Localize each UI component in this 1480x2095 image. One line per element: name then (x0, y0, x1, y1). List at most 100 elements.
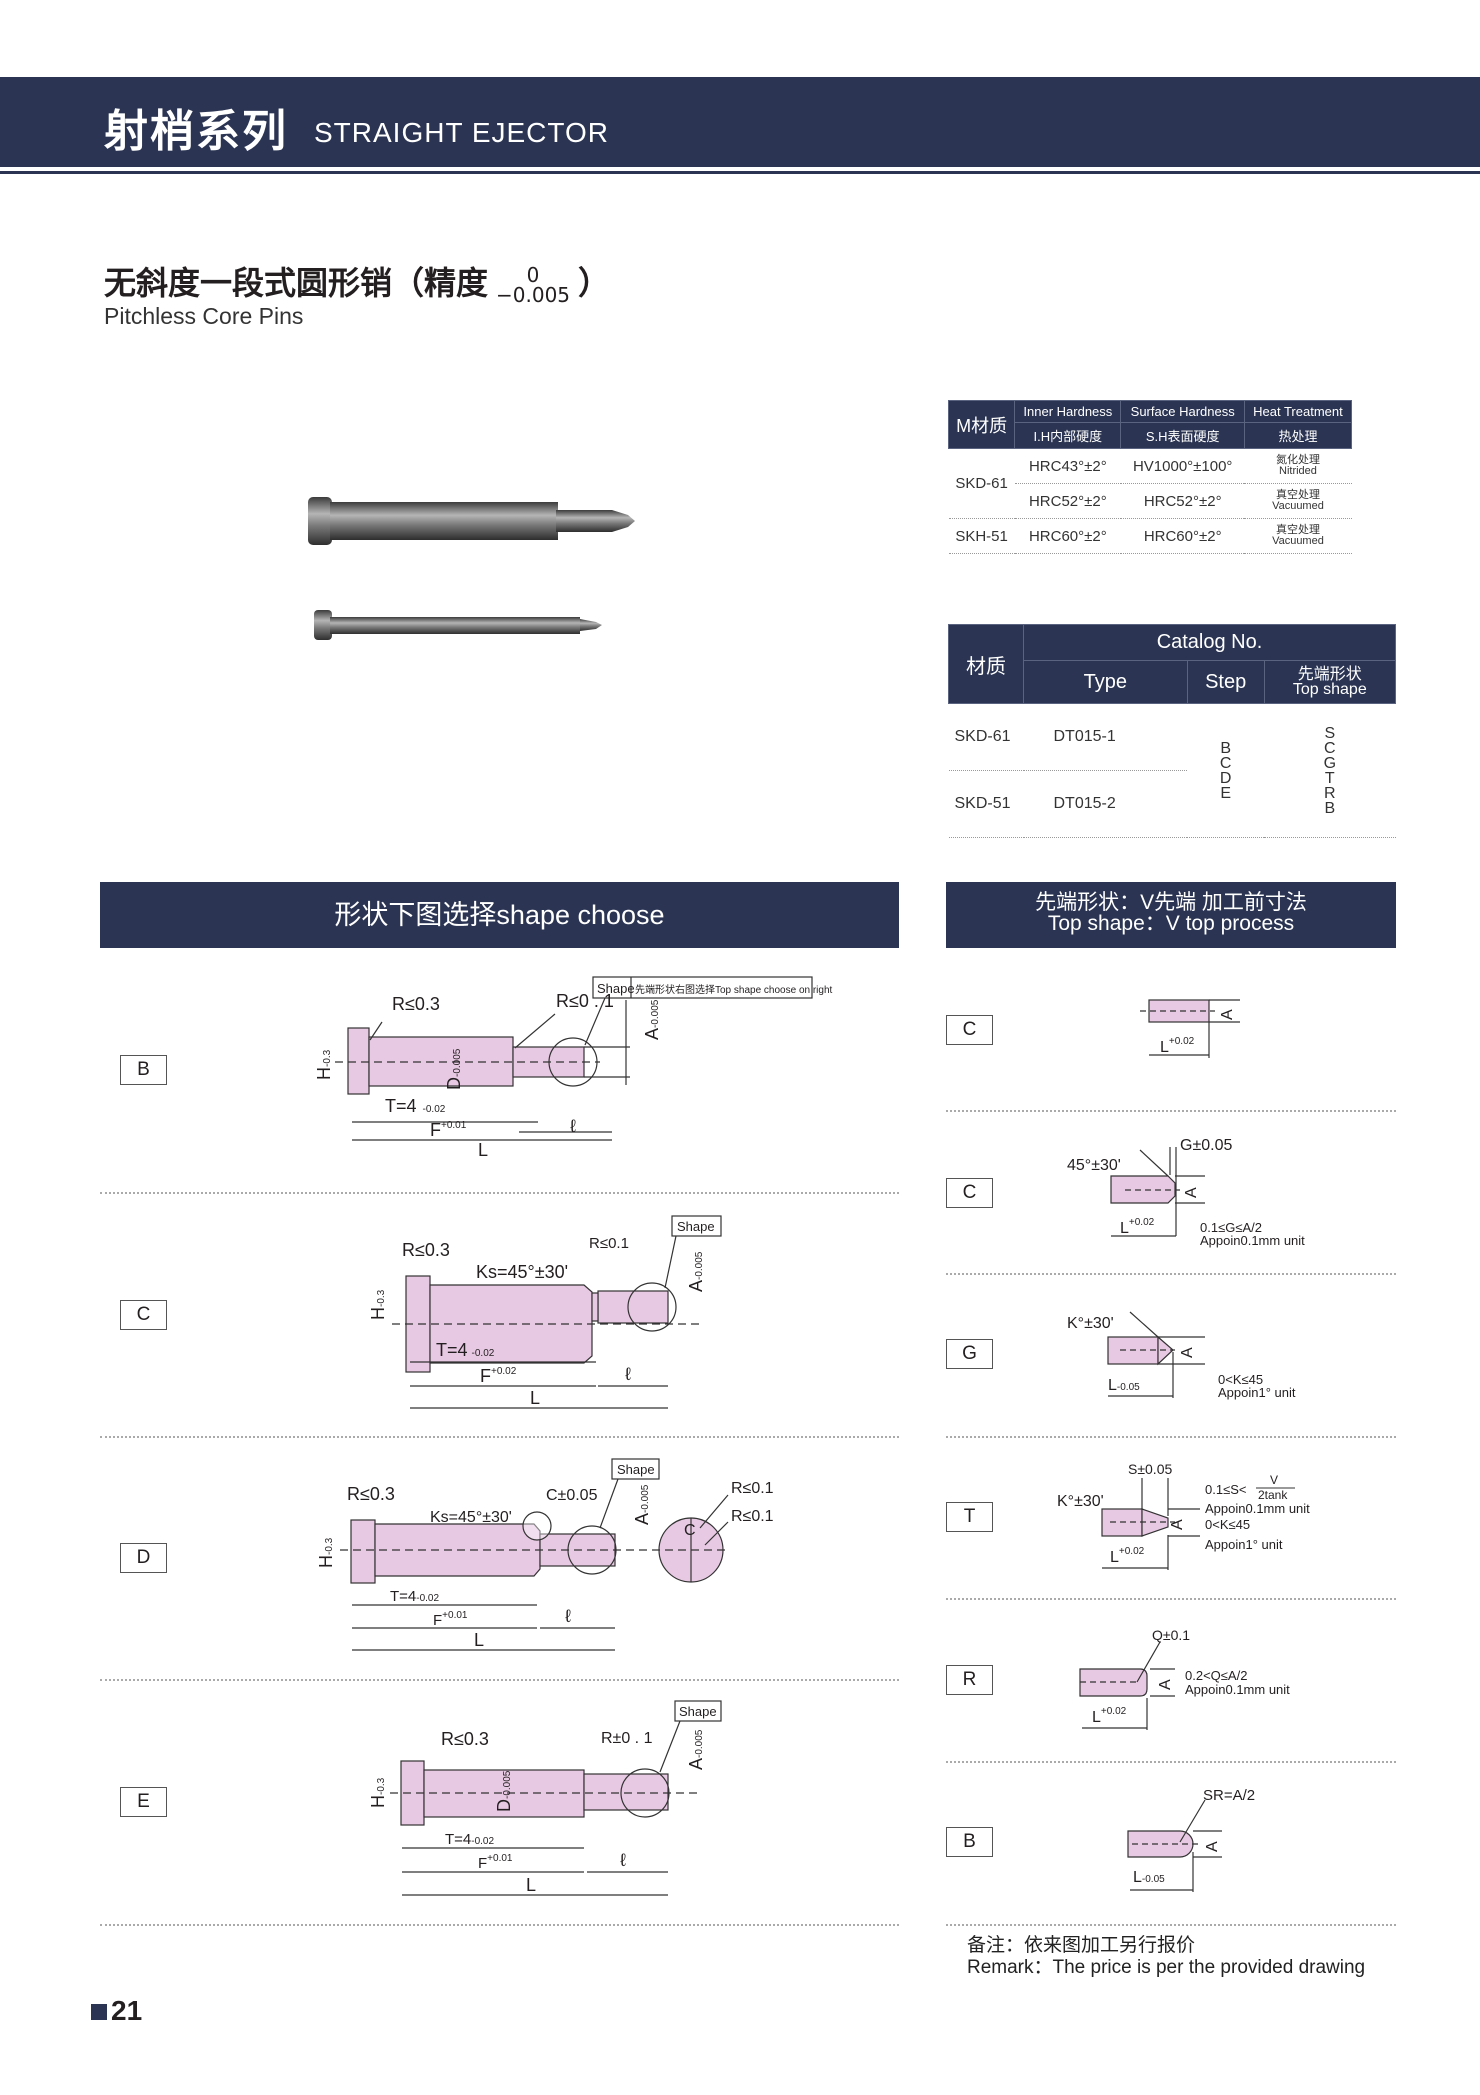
k-note-unit: Appoin1° unit (1205, 1537, 1283, 1552)
t-tol: -0.02 (416, 1593, 439, 1604)
h-tol: -0.3 (376, 1777, 387, 1795)
page-marker-icon (91, 2004, 107, 2020)
dim-f: F+0.01 (430, 1120, 467, 1140)
cat-header-type: Type (1023, 660, 1188, 704)
t-label: T=4 (385, 1096, 417, 1116)
f-label: F (480, 1366, 491, 1386)
l-tol: -0.05 (1117, 1382, 1140, 1393)
cell-inner: HRC60°±2° (1014, 518, 1121, 554)
dim-angle: K°±30' (1057, 1493, 1104, 1510)
drawing-top-g (1107, 1311, 1205, 1398)
drawing-step-c (392, 1215, 722, 1409)
s-note: 0.1≤S< (1205, 1482, 1246, 1497)
cell-material: SKD-61 (948, 448, 1015, 519)
product-title-text: 无斜度一段式圆形销（精度 (104, 264, 489, 302)
top-shape-option: G (1323, 754, 1337, 772)
dim-l: L+0.02 (1092, 1706, 1127, 1726)
divider (100, 1679, 899, 1681)
step-option: E (1220, 784, 1231, 802)
step-label-e: E (120, 1787, 167, 1817)
shape-note: 先端形状右图选择Top shape choose on right (635, 983, 833, 996)
s-fraction-den: 2tank (1258, 1488, 1288, 1502)
dim-h: H-0.3 (368, 1777, 388, 1808)
drawing-top-b (1127, 1799, 1222, 1892)
dim-g: G±0.05 (1180, 1137, 1232, 1154)
t-label: T=4 (436, 1340, 468, 1360)
cat-header-step: Step (1186, 660, 1265, 704)
dim-t: T=4-0.02 (436, 1340, 495, 1360)
divider (946, 1761, 1396, 1763)
header-divider (0, 171, 1480, 174)
cell-material: SKH-51 (948, 518, 1015, 554)
dim-h: H-0.3 (368, 1289, 388, 1320)
g-note: 0.1≤G≤A/2 (1200, 1220, 1262, 1235)
heat-en: Vacuumed (1272, 535, 1324, 547)
dim-r01: R≤0 . 1 (556, 991, 614, 1011)
f-label: F (478, 1855, 487, 1872)
dim-ks: Ks=45°±30' (430, 1509, 512, 1526)
l-label: L (1133, 1869, 1142, 1886)
t-label: T=4 (390, 1588, 416, 1605)
tol-lower: −0.005 (496, 283, 571, 307)
mat-header-heat-cn: 热处理 (1243, 422, 1353, 449)
dim-a: A-0.005 (642, 999, 662, 1040)
dim-ell: ℓ (565, 1606, 571, 1626)
l-label: L (1092, 1709, 1101, 1726)
dim-a: A-0.005 (686, 1251, 706, 1292)
l-label: L (1110, 1549, 1119, 1566)
h-tol: -0.3 (376, 1289, 387, 1307)
g-note-unit: Appoin0.1mm unit (1200, 1233, 1305, 1248)
step-label-b: B (120, 1055, 167, 1085)
shape-tag: Shape (679, 1704, 717, 1719)
shape-tag: Shape (597, 981, 635, 996)
t-tol: -0.02 (471, 1836, 494, 1847)
mat-header-material: M材质 (947, 400, 1016, 449)
dim-h: H-0.3 (314, 1049, 334, 1080)
dim-r03: R≤0.3 (347, 1484, 395, 1504)
cell-type: DT015-2 (1023, 770, 1188, 838)
drawing-step-e (390, 1700, 722, 1896)
dim-angle: 45°±30' (1067, 1157, 1121, 1174)
top-shape-option: C (1324, 739, 1336, 757)
h-label: H (368, 1307, 388, 1320)
t-label: T=4 (445, 1831, 471, 1848)
heat-cn: 真空处理 (1275, 489, 1320, 501)
heat-en: Nitrided (1279, 465, 1317, 477)
a-tol: -0.005 (694, 1729, 705, 1758)
precision-tolerance: 0−0.005 (496, 265, 570, 305)
f-tol: +0.01 (441, 1120, 467, 1131)
product-subtitle: Pitchless Core Pins (104, 303, 304, 329)
cell-inner: HRC43°±2° (1014, 448, 1121, 484)
dim-c-detail: C (684, 1522, 696, 1539)
step-option: C (1219, 754, 1232, 772)
a-tol: -0.005 (650, 999, 661, 1028)
h-tol: -0.3 (322, 1049, 333, 1067)
dim-a: A-0.005 (632, 1484, 652, 1525)
tol-upper: 0 (526, 263, 540, 287)
mat-header-surface-cn: S.H表面硬度 (1120, 422, 1245, 449)
heat-cn: 真空处理 (1275, 524, 1320, 536)
dim-f: F+0.01 (433, 1610, 468, 1629)
cell-surface: HRC52°±2° (1120, 483, 1245, 519)
divider (946, 1598, 1396, 1600)
d-label: D (494, 1799, 514, 1812)
dim-r03: R≤0.3 (402, 1240, 450, 1260)
f-tol: +0.01 (487, 1853, 513, 1864)
a-label: A (686, 1280, 706, 1292)
dim-angle: K°±30' (1067, 1315, 1114, 1332)
dim-l: L+0.02 (1160, 1036, 1195, 1056)
pin-photo-large (308, 497, 635, 545)
dim-l: L (530, 1388, 540, 1408)
a-tol: -0.005 (694, 1251, 705, 1280)
mat-header-inner-cn: I.H内部硬度 (1014, 422, 1122, 449)
h-tol: -0.3 (324, 1537, 335, 1555)
dim-l: L (474, 1630, 484, 1650)
